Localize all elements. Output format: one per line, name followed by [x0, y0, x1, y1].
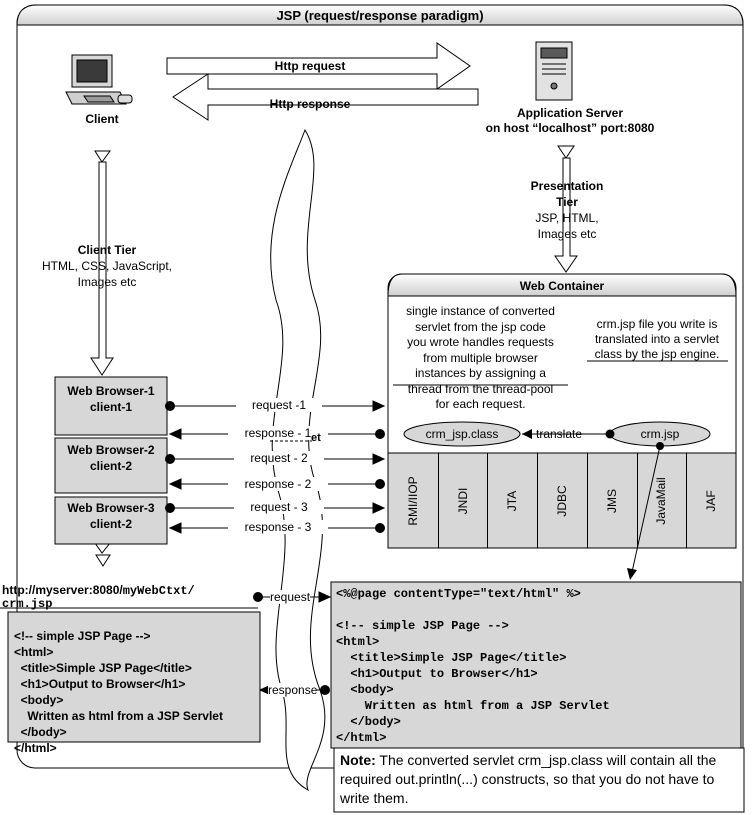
- jsp-source-line: </html>: [336, 731, 387, 745]
- request-2-label: request - 2: [234, 451, 324, 465]
- jsp-source-code: <%@page contentType="text/html" %> <!-- …: [336, 586, 610, 746]
- translate-label: translate: [536, 427, 583, 441]
- http-request-label: Http request: [274, 59, 346, 73]
- title-bar: [16, 4, 744, 26]
- api-cell-jta: JTA: [487, 453, 539, 548]
- browser-box-1: [54, 376, 168, 436]
- computer-icon: [65, 54, 133, 105]
- browser-output-line: <!-- simple JSP Page -->: [14, 629, 151, 643]
- page-title: JSP (request/response paradigm): [276, 8, 484, 23]
- left-note-line: thread from the thread-pool: [407, 381, 554, 396]
- http-response-arrow: [172, 73, 479, 121]
- api-cell-rmiiiop: RMI/IIOP: [388, 453, 439, 548]
- jsp-oval-label: crm.jsp: [640, 427, 680, 441]
- browser-box-2: [54, 437, 168, 494]
- api-cell-label: JMS: [604, 488, 619, 513]
- right-note-line: class by the jsp engine.: [594, 347, 720, 361]
- response-3-label: response - 3: [228, 520, 328, 534]
- request-1-label: request -1: [236, 398, 322, 412]
- client-tier-arrow: [90, 150, 114, 376]
- browser-output-code: <!-- simple JSP Page --> <html> <title>Si…: [14, 628, 223, 756]
- request-label: request: [270, 590, 311, 604]
- response-2-label: response - 2: [228, 477, 328, 491]
- jsp-source-line: <h1>Output to Browser</h1>: [336, 667, 538, 681]
- server-label: Application Server on host “localhost” p…: [485, 106, 655, 135]
- response-1-label: response - 1: [228, 426, 328, 440]
- http-request-arrow: [166, 42, 471, 90]
- left-note-line: instances by assigning a: [415, 366, 546, 380]
- request-url-file: crm.jsp: [2, 597, 53, 611]
- client-label: Client: [85, 112, 119, 126]
- stray-label: et: [311, 432, 321, 444]
- note-box: [333, 747, 745, 813]
- jsp-source-line: <title>Simple JSP Page</title>: [336, 651, 567, 665]
- browser-output-line: </body>: [14, 725, 67, 739]
- api-cell-label: JTA: [505, 490, 520, 511]
- browser-output-line: <h1>Output to Browser</h1>: [14, 677, 186, 691]
- api-cell-label: JAF: [704, 489, 719, 512]
- right-note-line: crm.jsp file you write is: [596, 317, 718, 331]
- jsp-source-line: <%@page contentType="text/html" %>: [336, 587, 581, 601]
- left-note-line: for each request.: [435, 397, 526, 411]
- left-note-line: from multiple browser: [423, 350, 538, 365]
- request-3-label: request - 3: [234, 500, 324, 514]
- api-cell-jms: JMS: [587, 453, 638, 548]
- browser-output-line: Written as html from a JSP Servlet: [14, 709, 223, 723]
- right-note-line: translated into a servlet: [594, 332, 720, 346]
- client-tier-label: Client Tier HTML, CSS, JavaScript, Image…: [41, 243, 173, 289]
- api-strip: [387, 452, 737, 549]
- jsp-source-line: <body>: [336, 683, 394, 697]
- api-cell-javamail: JavaMail: [637, 453, 688, 548]
- left-note-line: single instance of converted: [406, 304, 555, 318]
- browser-output-box: [7, 611, 261, 743]
- left-note-line: servlet from the jsp code: [415, 319, 546, 334]
- note-text: Note: The converted servlet crm_jsp.clas…: [340, 752, 717, 806]
- jsp-source-box: [330, 581, 742, 749]
- class-oval: [403, 421, 521, 447]
- request-url: http://myserver:8080/myWebCtxt/: [2, 583, 195, 598]
- jsp-source-line: <!-- simple JSP Page -->: [336, 619, 509, 633]
- jsp-source-line: </body>: [336, 715, 401, 729]
- browser-output-line: </html>: [14, 741, 57, 755]
- class-oval-label: crm_jsp.class: [425, 427, 499, 441]
- response-label: response: [268, 683, 318, 697]
- api-cell-label: JNDI: [455, 487, 470, 514]
- browser-output-line: <html>: [14, 645, 54, 659]
- api-cell-label: JavaMail: [654, 476, 669, 525]
- left-note-line: you wrote handles requests: [407, 335, 554, 349]
- jsp-source-line: [336, 602, 610, 618]
- browser-output-line: <title>Simple JSP Page</title>: [14, 661, 192, 675]
- api-cell-label: RMI/IIOP: [405, 475, 420, 526]
- api-cell-jaf: JAF: [686, 453, 736, 548]
- jsp-source-line: Written as html from a JSP Servlet: [336, 699, 610, 713]
- presentation-tier-label: Presentation Tier JSP, HTML, Images etc: [530, 179, 604, 241]
- jsp-source-line: <html>: [336, 635, 380, 649]
- browser-box-3: [54, 496, 168, 545]
- server-icon: [535, 41, 573, 101]
- web-container-title: Web Container: [519, 279, 605, 293]
- http-response-label: Http response: [269, 97, 351, 111]
- api-cell-jdbc: JDBC: [537, 453, 588, 548]
- api-cell-jndi: JNDI: [438, 453, 489, 548]
- presentation-tier-arrow: [554, 145, 578, 273]
- browser-output-line: <body>: [14, 693, 64, 707]
- api-cell-label: JDBC: [554, 484, 569, 517]
